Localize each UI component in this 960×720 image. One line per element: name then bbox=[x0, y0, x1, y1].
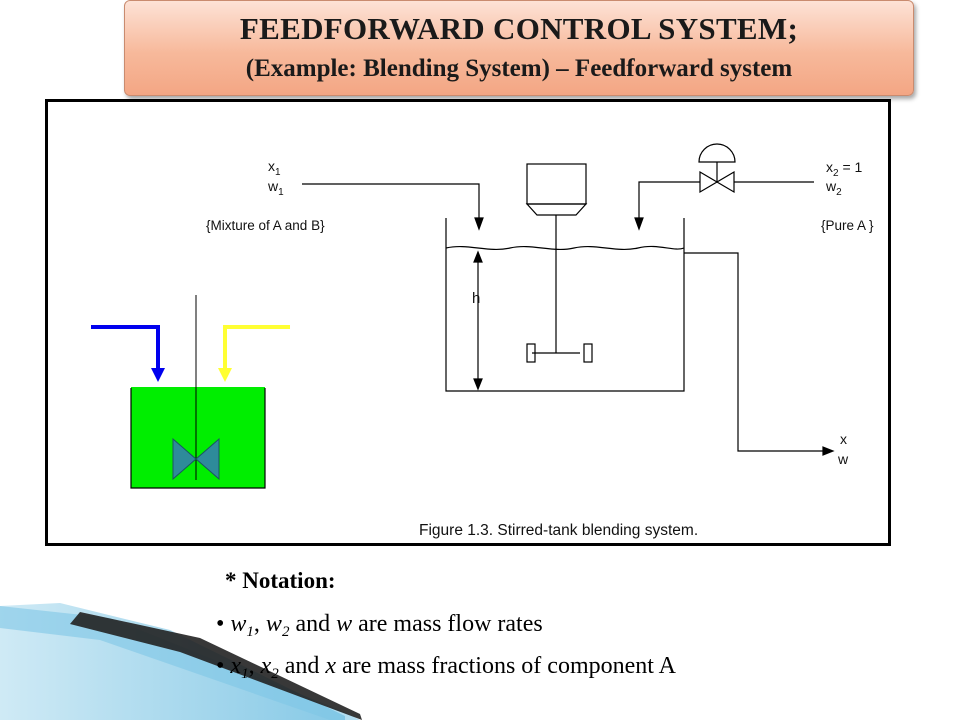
inlet-2-flow-label: w2 bbox=[825, 178, 842, 198]
mixer-valve-icon bbox=[172, 437, 220, 481]
simple-tank-schematic bbox=[91, 295, 290, 489]
inlet-stream-2-line-b bbox=[638, 181, 700, 222]
inlet-stream-2-arrow bbox=[634, 217, 644, 231]
liquid-surface bbox=[445, 245, 685, 251]
outlet-flow-label: w bbox=[837, 451, 849, 467]
var-x: x bbox=[230, 653, 242, 679]
bullet: • bbox=[216, 653, 225, 679]
separator: , bbox=[248, 653, 261, 679]
subscript: 2 bbox=[271, 666, 279, 682]
var-w: w bbox=[265, 611, 282, 637]
stirred-tank-schematic bbox=[302, 143, 835, 456]
var-x: x bbox=[325, 653, 337, 679]
inlet-stream-1-arrow bbox=[474, 217, 484, 231]
blending-system-diagram: x1 w1 {Mixture of A and B} x2 = 1 w2 {Pu… bbox=[91, 143, 874, 539]
inlet-1-description: {Mixture of A and B} bbox=[206, 218, 325, 233]
outlet-arrow bbox=[822, 446, 835, 456]
inlet-2-composition-label: x2 = 1 bbox=[826, 159, 863, 179]
stirred-tank-walls bbox=[445, 218, 685, 392]
agitator-motor bbox=[526, 163, 587, 205]
separator: and bbox=[278, 653, 326, 679]
agitator-coupling bbox=[525, 203, 588, 216]
page-subtitle: (Example: Blending System) – Feedforward… bbox=[245, 55, 793, 82]
figure-caption: Figure 1.3. Stirred-tank blending system… bbox=[419, 522, 698, 539]
notation-text: are mass flow rates bbox=[352, 611, 543, 637]
inlet-2-description: {Pure A } bbox=[821, 218, 874, 233]
notation-item-flow-rates: • w1, w2 and w are mass flow rates bbox=[216, 611, 543, 641]
inlet-2-pipe bbox=[223, 325, 290, 370]
impeller-blade-left bbox=[526, 343, 536, 363]
bullet: • bbox=[216, 611, 225, 637]
page-title: FEEDFORWARD CONTROL SYSTEM; bbox=[239, 11, 799, 46]
notation-text: are mass fractions of component A bbox=[336, 653, 676, 679]
diagram-frame: x1 w1 {Mixture of A and B} x2 = 1 w2 {Pu… bbox=[45, 99, 891, 546]
tank-liquid bbox=[131, 387, 265, 488]
impeller-blade-right bbox=[583, 343, 593, 363]
outlet-composition-label: x bbox=[840, 431, 847, 447]
var-w: w bbox=[230, 611, 247, 637]
inlet-1-pipe bbox=[91, 325, 160, 370]
notation-item-mass-fractions: • x1, x2 and x are mass fractions of com… bbox=[216, 653, 676, 683]
level-arrow-top bbox=[473, 250, 483, 263]
inlet-2-arrow bbox=[218, 368, 232, 382]
subscript: 2 bbox=[281, 624, 290, 640]
subscript: 1 bbox=[241, 666, 249, 682]
title-banner: FEEDFORWARD CONTROL SYSTEM; (Example: Bl… bbox=[124, 0, 914, 96]
tank-outline bbox=[130, 388, 266, 489]
subscript: 1 bbox=[246, 624, 254, 640]
var-x: x bbox=[260, 653, 272, 679]
separator: and bbox=[289, 611, 337, 637]
separator: , bbox=[253, 611, 266, 637]
inlet-stream-1-line bbox=[302, 183, 480, 222]
inlet-1-flow-label: w1 bbox=[267, 178, 284, 198]
control-valve-icon bbox=[698, 143, 736, 194]
var-w: w bbox=[336, 611, 353, 637]
level-arrow-bottom bbox=[473, 378, 483, 391]
inlet-1-arrow bbox=[151, 368, 165, 382]
outlet-line bbox=[684, 252, 825, 452]
notation-heading: * Notation: bbox=[225, 568, 336, 593]
level-label: h bbox=[472, 290, 480, 307]
inlet-1-composition-label: x1 bbox=[268, 158, 281, 178]
